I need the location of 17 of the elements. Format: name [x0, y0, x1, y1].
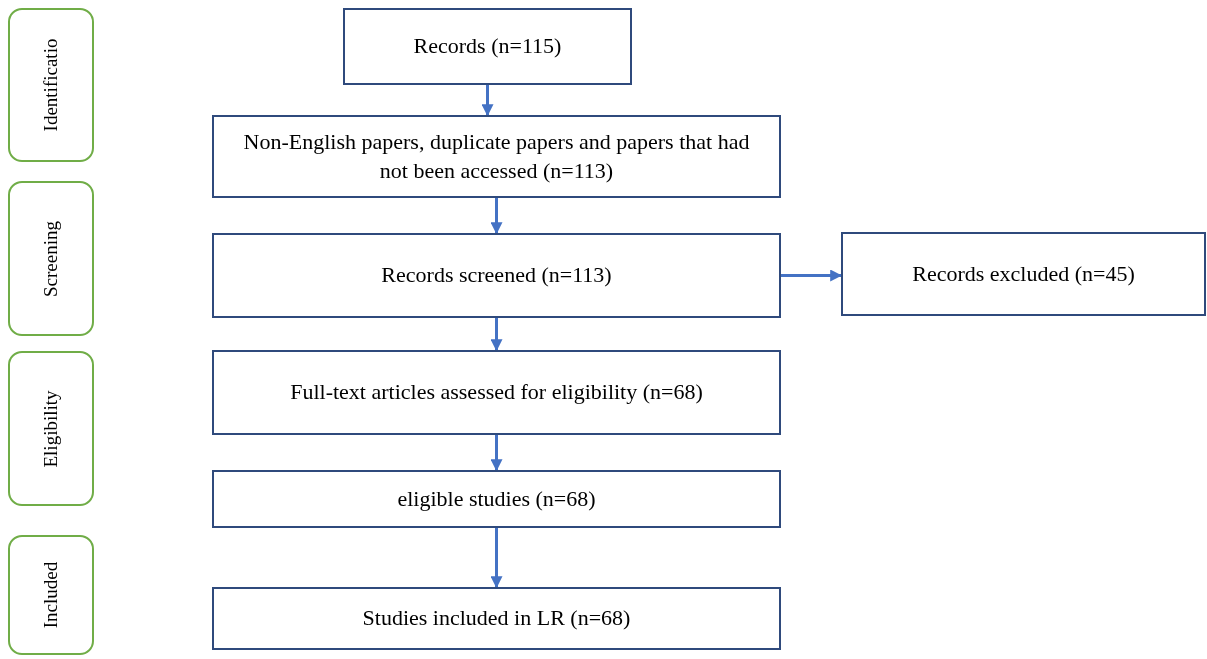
process-box: eligible studies (n=68) — [212, 470, 781, 528]
process-box: Non-English papers, duplicate papers and papers that had not been accessed (n=113) — [212, 115, 781, 198]
phase-box: Screening — [8, 181, 94, 336]
phase-box: Eligibility — [8, 351, 94, 506]
process-box: Studies included in LR (n=68) — [212, 587, 781, 650]
arrow — [490, 198, 503, 235]
process-box: Records excluded (n=45) — [841, 232, 1206, 316]
arrow — [490, 318, 503, 352]
arrow — [481, 85, 494, 117]
phase-box: Included — [8, 535, 94, 655]
phase-box: Identificatio — [8, 8, 94, 162]
arrow — [781, 269, 843, 282]
process-box: Records (n=115) — [343, 8, 632, 85]
process-box: Full-text articles assessed for eligibility (n=68) — [212, 350, 781, 435]
process-box: Records screened (n=113) — [212, 233, 781, 318]
arrow — [490, 528, 503, 589]
arrow — [490, 435, 503, 472]
